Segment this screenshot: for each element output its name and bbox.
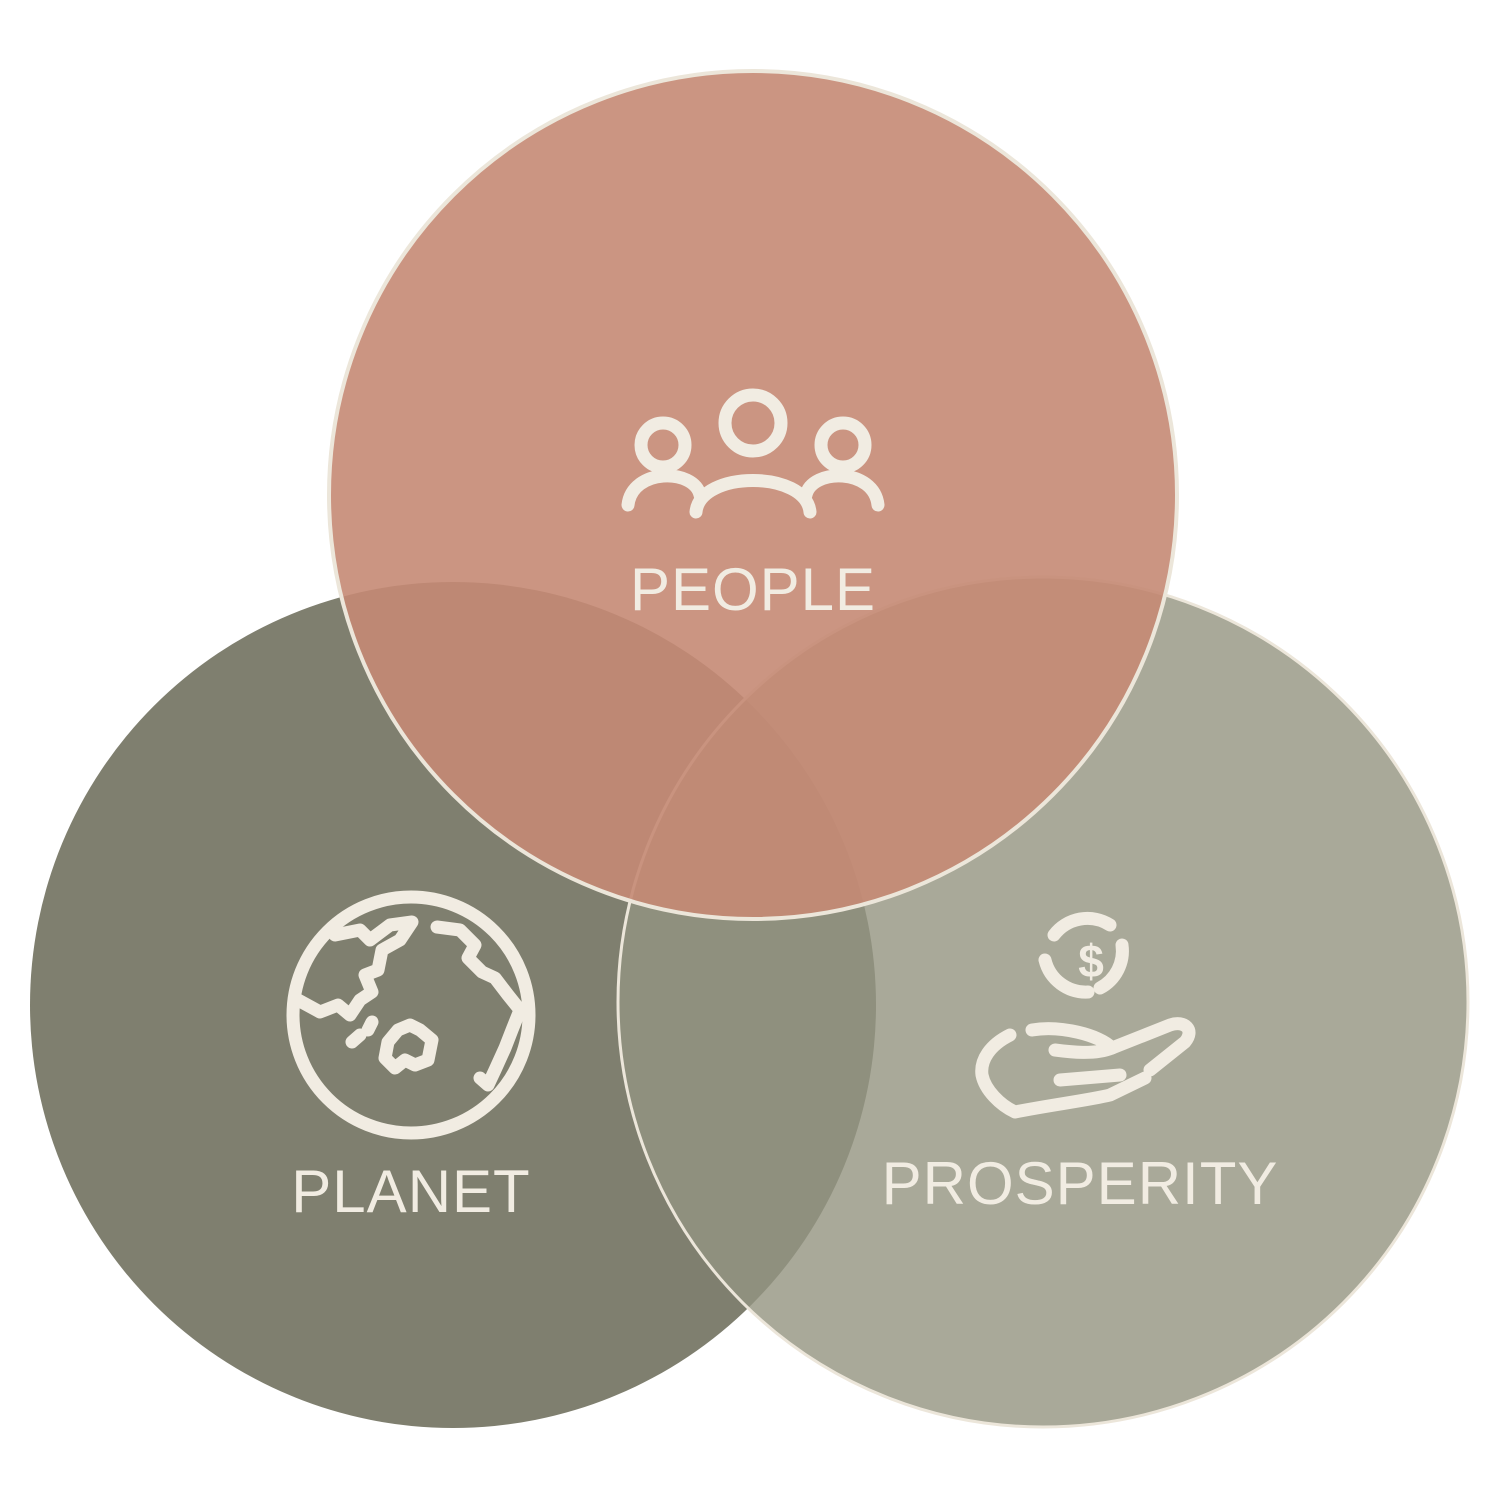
dollar-sign-icon: $ bbox=[1078, 935, 1104, 987]
hand-holding-dollar-icon bbox=[975, 911, 1196, 1119]
globe-icon bbox=[286, 890, 536, 1140]
people-circle bbox=[327, 69, 1179, 921]
planet-label: PLANET bbox=[291, 1158, 530, 1225]
prosperity-label: PROSPERITY bbox=[882, 1150, 1279, 1217]
people-group-icon bbox=[621, 388, 885, 519]
people-label: PEOPLE bbox=[630, 556, 876, 623]
